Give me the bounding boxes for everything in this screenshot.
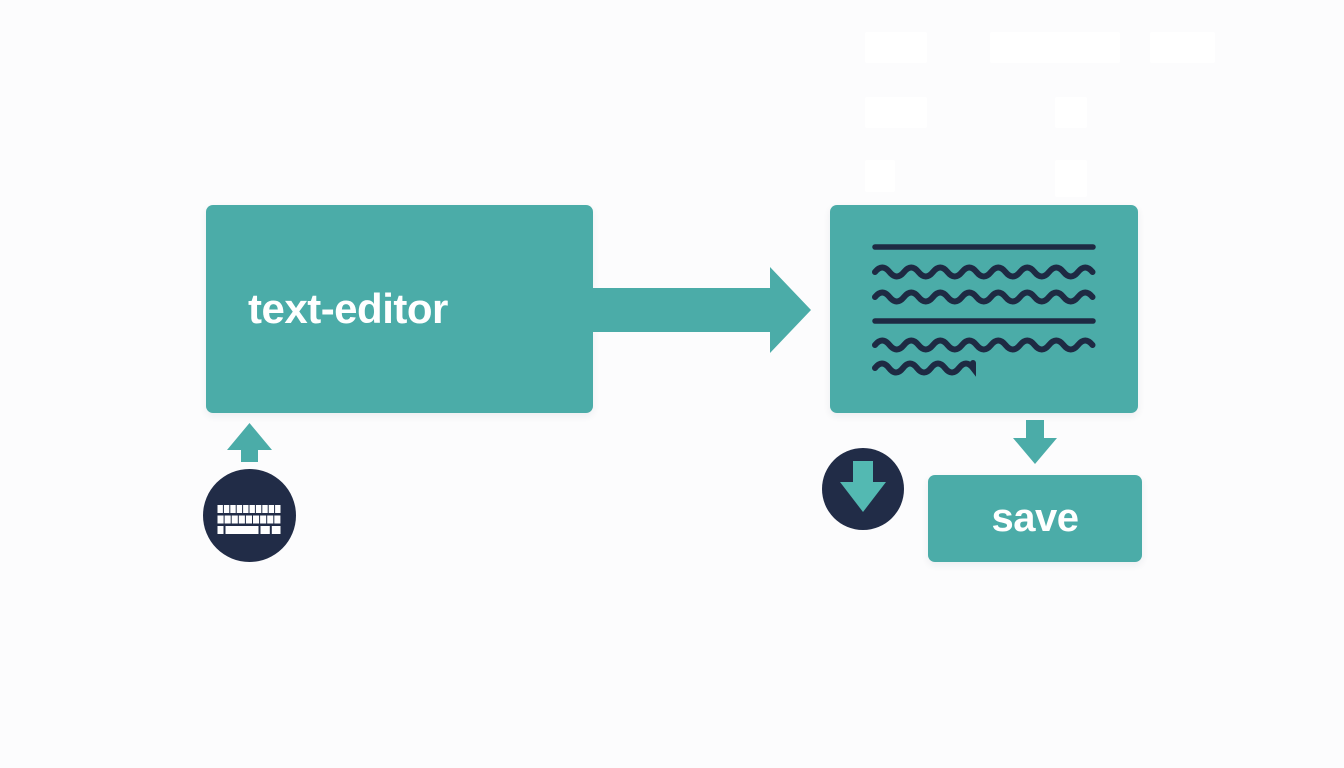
doc-line-wavy-3 bbox=[872, 289, 1096, 305]
right-arrow-icon bbox=[593, 267, 811, 353]
background-artifact bbox=[865, 160, 895, 192]
text-editor-box: text-editor bbox=[206, 205, 593, 413]
background-artifact bbox=[865, 97, 927, 128]
background-artifact bbox=[1055, 160, 1087, 197]
save-box: save bbox=[928, 475, 1142, 562]
background-artifact bbox=[1150, 32, 1215, 63]
background-artifact bbox=[990, 32, 1120, 63]
document-text-lines-icon bbox=[872, 244, 1096, 377]
document-box bbox=[830, 205, 1138, 413]
download-badge bbox=[822, 448, 904, 530]
download-arrow-icon bbox=[822, 448, 904, 530]
up-arrow-icon bbox=[227, 423, 272, 462]
keyboard-icon bbox=[203, 469, 296, 562]
doc-line-wavy-2 bbox=[872, 264, 1096, 280]
doc-line-wavy-6 bbox=[872, 360, 976, 377]
background-artifact bbox=[1055, 97, 1087, 128]
keyboard-badge bbox=[203, 469, 296, 562]
down-arrow-icon bbox=[1013, 420, 1057, 464]
text-editor-label: text-editor bbox=[248, 285, 448, 332]
save-label: save bbox=[991, 496, 1079, 540]
background-artifact bbox=[865, 32, 927, 63]
doc-line-wavy-5 bbox=[872, 337, 1096, 353]
